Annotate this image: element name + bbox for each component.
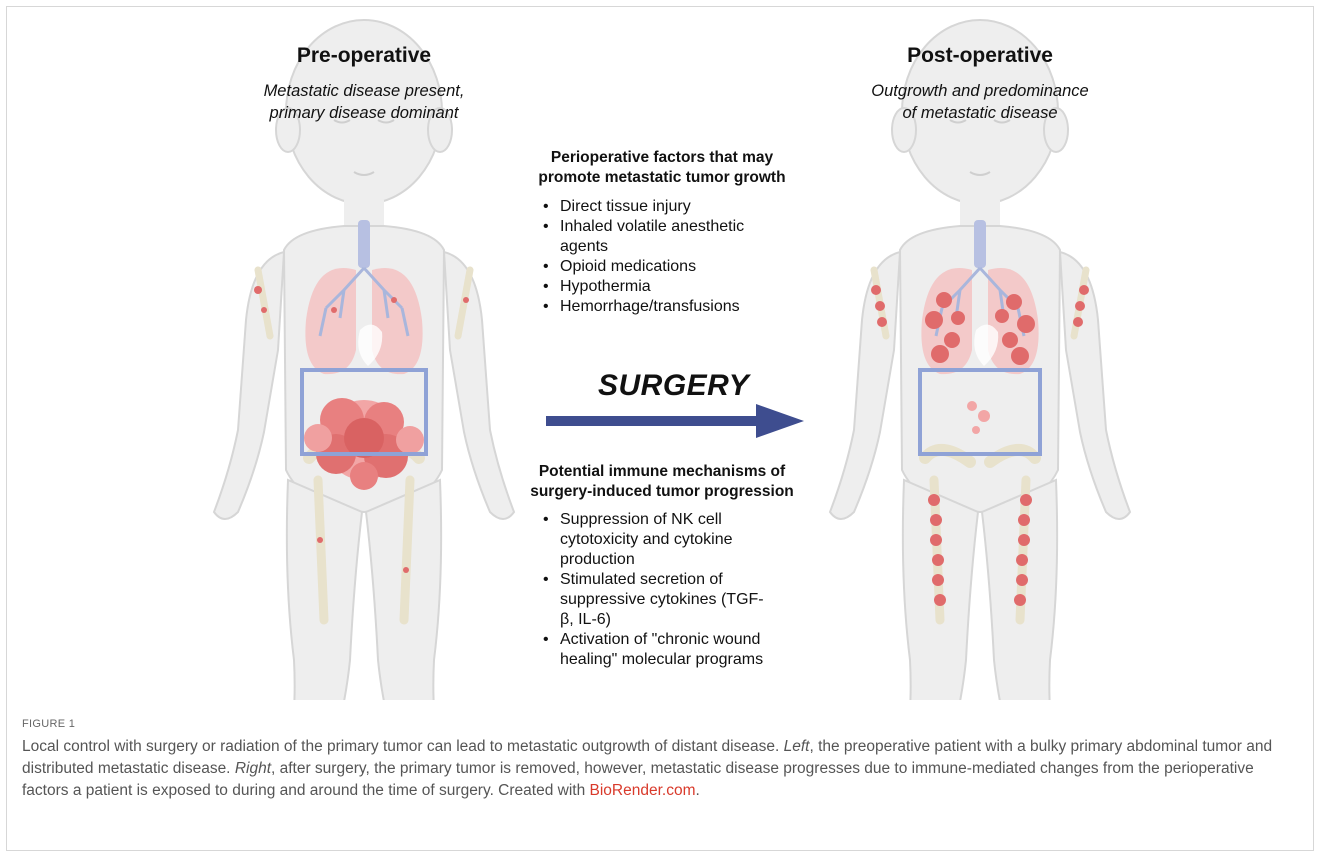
factor-item: Hypothermia — [540, 277, 820, 297]
pre-operative-title: Pre-operative — [204, 44, 524, 68]
caption-right-word: Right — [235, 760, 271, 777]
mechanisms-title-line1: Potential immune mechanisms of — [482, 462, 842, 482]
biorender-link[interactable]: BioRender.com — [590, 782, 696, 799]
factors-list: Direct tissue injury Inhaled volatile an… — [540, 197, 820, 317]
post-operative-subtitle-line1: Outgrowth and predominance — [820, 80, 1140, 102]
figure-caption: FIGURE 1 Local control with surgery or r… — [22, 718, 1302, 802]
pre-operative-subtitle-line1: Metastatic disease present, — [204, 80, 524, 102]
factor-item: Direct tissue injury — [540, 197, 820, 217]
pre-operative-subtitle-line2: primary disease dominant — [204, 102, 524, 124]
figure-label: FIGURE 1 — [22, 718, 1302, 730]
caption-text: Local control with surgery or radiation … — [22, 736, 1302, 802]
caption-sentence: Local control with surgery or radiation … — [22, 738, 779, 755]
caption-end: . — [696, 782, 700, 799]
mechanisms-title-line2: surgery-induced tumor progression — [482, 482, 842, 502]
post-operative-subtitle-line2: of metastatic disease — [820, 102, 1140, 124]
factor-item: Opioid medications — [540, 257, 820, 277]
surgery-label: SURGERY — [598, 369, 749, 403]
factor-item: Hemorrhage/transfusions — [540, 297, 820, 317]
figure-illustration: Pre-operative Metastatic disease present… — [0, 0, 1320, 700]
factors-title-line2: promote metastatic tumor growth — [482, 168, 842, 188]
factors-title-line1: Perioperative factors that may — [482, 148, 842, 168]
post-operative-title: Post-operative — [820, 44, 1140, 68]
surgery-arrow — [546, 404, 804, 438]
caption-left-word: Left — [784, 738, 810, 755]
